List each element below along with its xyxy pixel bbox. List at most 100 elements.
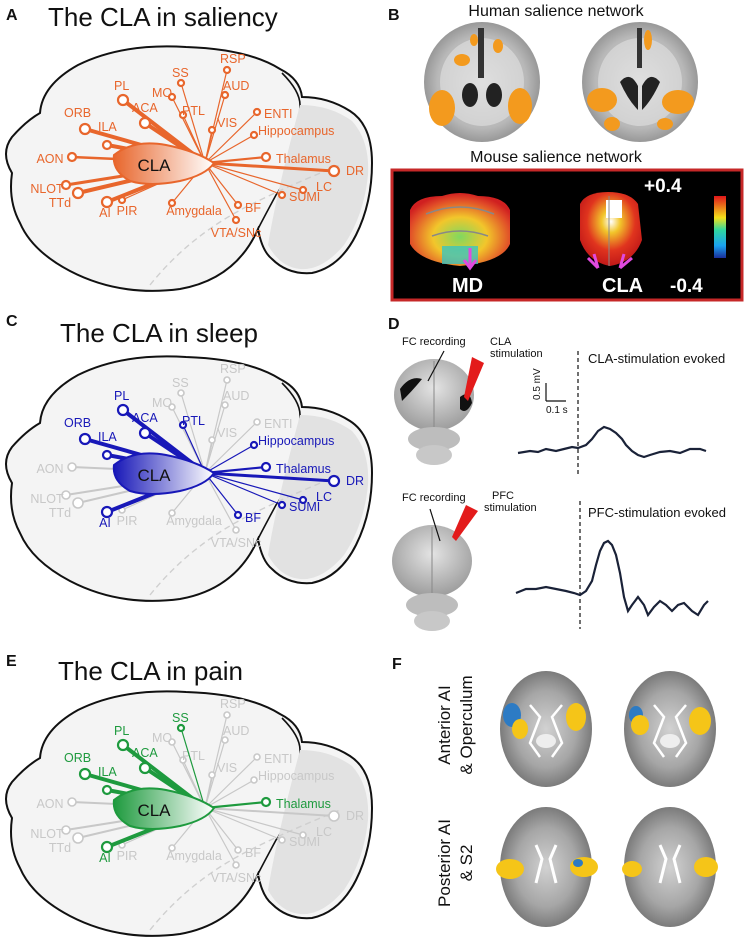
node-ptl bbox=[178, 420, 188, 430]
region-label-vta: VTA/SNc bbox=[211, 226, 261, 240]
node-hip bbox=[250, 776, 258, 784]
region-label-bf: BF bbox=[245, 511, 261, 525]
pfc-stim-label-b: stimulation bbox=[484, 502, 537, 514]
region-label-rsp: RSP bbox=[220, 697, 246, 711]
region-label-ila: ILA bbox=[98, 430, 117, 444]
panel-title-c: The CLA in sleep bbox=[60, 318, 258, 348]
node-mo bbox=[167, 92, 177, 102]
connection-ss bbox=[180, 727, 206, 809]
node-dr bbox=[327, 164, 341, 178]
region-label-mo: MO bbox=[152, 86, 172, 100]
mouse-brain-top bbox=[394, 350, 484, 465]
node-ss bbox=[176, 78, 186, 88]
node-aud bbox=[221, 401, 229, 409]
brain-diagram-pain: MOPTLRSPAUDVISENTIHippocampusDRLCSUMIBFV… bbox=[5, 690, 374, 937]
node-sumi bbox=[277, 190, 287, 200]
cla-body bbox=[112, 452, 216, 495]
node-vta bbox=[232, 861, 240, 869]
connection-lc bbox=[204, 162, 304, 191]
brain-diagram-saliency: ORBILAPLACAMOSSPTLRSPAUDVISENTIHippocamp… bbox=[5, 45, 374, 292]
region-label-enti: ENTI bbox=[264, 752, 292, 766]
region-label-vis: VIS bbox=[217, 116, 237, 130]
node-nlot bbox=[60, 179, 72, 191]
node-thal bbox=[260, 151, 272, 163]
node-ila bbox=[101, 139, 113, 151]
node-orb bbox=[78, 767, 92, 781]
region-label-ss: SS bbox=[172, 711, 189, 725]
region-label-aon: AON bbox=[36, 152, 63, 166]
node-rsp bbox=[222, 65, 232, 75]
fc-recording-label-1: FC recording bbox=[402, 336, 466, 348]
cla-stim-label-b: stimulation bbox=[490, 348, 543, 360]
region-label-ss: SS bbox=[172, 376, 189, 390]
node-orb bbox=[78, 122, 92, 136]
node-ai bbox=[100, 195, 114, 209]
node-aca bbox=[138, 761, 152, 775]
cla-evoked-trace bbox=[517, 425, 707, 459]
scale-bar-time: 0.1 s bbox=[546, 405, 568, 416]
region-label-vis: VIS bbox=[217, 426, 237, 440]
region-label-vis: VIS bbox=[217, 761, 237, 775]
human-coronal-slice-left bbox=[424, 22, 540, 142]
connection-enti bbox=[204, 421, 258, 474]
connection-lc bbox=[204, 472, 304, 501]
region-label-pl: PL bbox=[114, 389, 129, 403]
region-label-vta: VTA/SNc bbox=[211, 871, 261, 885]
region-label-ttd: TTd bbox=[49, 841, 71, 855]
node-vis bbox=[207, 125, 217, 135]
region-label-aud: AUD bbox=[223, 724, 249, 738]
cerebellum-shade bbox=[268, 105, 369, 270]
node-amy bbox=[168, 509, 176, 517]
region-label-bf: BF bbox=[245, 201, 261, 215]
row1-label-line2: & Operculum bbox=[457, 675, 476, 774]
panel-title-e: The CLA in pain bbox=[58, 656, 243, 686]
connection-vta bbox=[204, 807, 237, 866]
region-label-sumi: SUMI bbox=[289, 835, 320, 849]
region-label-sumi: SUMI bbox=[289, 190, 320, 204]
connection-thal bbox=[203, 800, 268, 810]
node-aud bbox=[220, 90, 230, 100]
region-label-aon: AON bbox=[36, 462, 63, 476]
region-label-aud: AUD bbox=[223, 389, 249, 403]
region-label-orb: ORB bbox=[64, 416, 91, 430]
region-label-nlot: NLOT bbox=[30, 182, 64, 196]
node-vis bbox=[208, 771, 216, 779]
mouse-brain-bottom bbox=[392, 505, 478, 631]
node-ss bbox=[176, 723, 186, 733]
connection-bf bbox=[204, 162, 239, 206]
panel-d: D FC recording CLA stimulation CLA-stimu… bbox=[380, 305, 747, 635]
node-nlot bbox=[61, 490, 71, 500]
pfc-evoked-label: PFC-stimulation evoked bbox=[588, 505, 726, 520]
region-label-dr: DR bbox=[346, 164, 364, 178]
connection-bf bbox=[204, 472, 239, 516]
connection-enti bbox=[204, 111, 258, 164]
node-sumi bbox=[278, 836, 286, 844]
node-enti bbox=[252, 107, 262, 117]
mouse-network-figure: MD CLA +0.4 -0.4 bbox=[390, 168, 744, 302]
region-label-ttd: TTd bbox=[49, 506, 71, 520]
node-lc bbox=[299, 831, 307, 839]
mouse-label-md: MD bbox=[452, 275, 483, 297]
node-pl bbox=[116, 403, 130, 417]
region-label-aca: ACA bbox=[132, 746, 158, 760]
panel-title-a: The CLA in saliency bbox=[48, 2, 278, 32]
node-enti bbox=[253, 753, 261, 761]
node-nlot bbox=[61, 825, 71, 835]
connection-vta bbox=[204, 472, 237, 531]
region-label-ss: SS bbox=[172, 66, 189, 80]
region-label-ptl: PTL bbox=[182, 414, 205, 428]
axial-slice-posterior-2 bbox=[622, 807, 718, 927]
cerebellum-shade bbox=[268, 415, 369, 580]
connection-ss bbox=[180, 82, 206, 164]
axial-slice-anterior-2 bbox=[624, 671, 716, 787]
pfc-evoked-trace bbox=[515, 539, 709, 618]
row2-label-line1: Posterior AI bbox=[435, 819, 454, 907]
panel-letter-a: A bbox=[6, 7, 18, 24]
row1-label-line1: Anterior AI bbox=[435, 685, 454, 764]
node-enti bbox=[253, 418, 261, 426]
region-label-hip: Hippocampus bbox=[258, 124, 334, 138]
cla-body bbox=[112, 142, 216, 185]
connection-enti bbox=[204, 756, 258, 809]
